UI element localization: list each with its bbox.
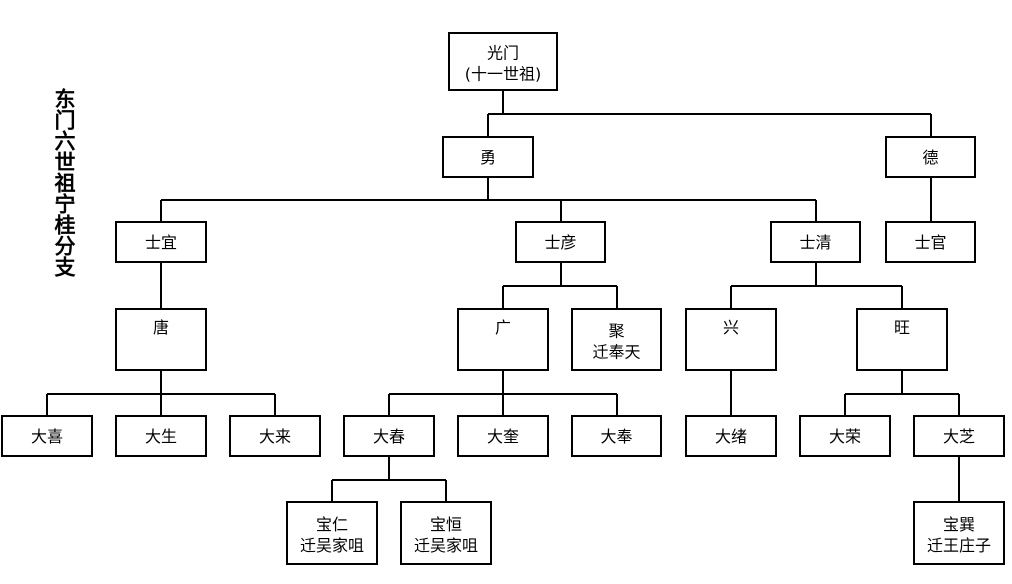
node-box bbox=[885, 136, 976, 178]
node-daxu: 大绪 bbox=[685, 415, 777, 457]
node-name: 士官 bbox=[914, 233, 946, 252]
node-box bbox=[1, 415, 93, 457]
node-shiqing: 士清 bbox=[770, 221, 861, 263]
node-name: 唐 bbox=[153, 318, 169, 337]
edge-tang-children bbox=[46, 370, 276, 416]
node-name: 大绪 bbox=[715, 427, 747, 446]
node-name: 大春 bbox=[373, 427, 405, 446]
node-name: 大芝 bbox=[943, 427, 975, 446]
node-box bbox=[571, 308, 662, 371]
edge-shiqing-children bbox=[730, 262, 903, 309]
edge-shiyan-children bbox=[502, 262, 618, 309]
node-tang: 唐 bbox=[115, 308, 207, 371]
node-yong: 勇 bbox=[442, 136, 534, 178]
node-guang: 广 bbox=[457, 308, 549, 371]
node-box bbox=[515, 221, 606, 263]
node-name: 大来 bbox=[259, 427, 291, 446]
node-name: 宝仁 bbox=[316, 515, 348, 534]
node-name: 宝巽 bbox=[943, 515, 975, 534]
node-note: 迁王庄子 bbox=[927, 536, 991, 555]
node-name: 兴 bbox=[723, 318, 739, 337]
node-box bbox=[856, 308, 948, 371]
node-box bbox=[343, 415, 435, 457]
node-note: 迁吴家咀 bbox=[414, 536, 478, 555]
connector-lines bbox=[46, 90, 960, 502]
node-dakui: 大奎 bbox=[457, 415, 549, 457]
node-name: 旺 bbox=[894, 318, 910, 337]
edge-wang-children bbox=[844, 370, 960, 416]
node-box bbox=[229, 415, 321, 457]
node-name: 聚 bbox=[608, 322, 624, 341]
node-box bbox=[442, 136, 534, 178]
edge-guang-children bbox=[388, 370, 618, 416]
node-dazhi: 大芝 bbox=[913, 415, 1005, 457]
node-box bbox=[286, 501, 378, 565]
node-name: 广 bbox=[495, 318, 511, 337]
node-shiyan: 士彦 bbox=[515, 221, 606, 263]
node-dasheng: 大生 bbox=[115, 415, 207, 457]
node-name: 大生 bbox=[145, 427, 177, 446]
node-note: 迁吴家咀 bbox=[300, 536, 364, 555]
node-box bbox=[400, 501, 492, 565]
node-box bbox=[457, 415, 549, 457]
node-name: 士彦 bbox=[544, 233, 576, 252]
node-wang: 旺 bbox=[856, 308, 948, 371]
node-note: (十一世祖) bbox=[465, 65, 542, 84]
node-shiyi: 士宜 bbox=[115, 221, 207, 263]
edge-guangmen-yong-de bbox=[487, 90, 932, 137]
node-box bbox=[913, 501, 1005, 565]
node-name: 大奎 bbox=[487, 427, 519, 446]
node-name: 光门 bbox=[487, 44, 519, 63]
node-dalai: 大来 bbox=[229, 415, 321, 457]
node-name: 大荣 bbox=[829, 427, 861, 446]
node-name: 大喜 bbox=[31, 427, 63, 446]
node-note: 迁奉天 bbox=[592, 343, 640, 362]
node-name: 士清 bbox=[799, 233, 831, 252]
node-box bbox=[885, 221, 976, 263]
node-darong: 大荣 bbox=[799, 415, 891, 457]
node-box bbox=[457, 308, 549, 371]
node-xing: 兴 bbox=[685, 308, 777, 371]
node-box bbox=[770, 221, 861, 263]
node-name: 勇 bbox=[480, 148, 496, 167]
node-box bbox=[685, 308, 777, 371]
edge-dachun-children bbox=[331, 456, 447, 502]
diagram-title: 东门六世祖宁桂分支 bbox=[52, 88, 76, 277]
node-box bbox=[913, 415, 1005, 457]
node-box bbox=[115, 308, 207, 371]
edge-yong-children bbox=[160, 177, 817, 222]
node-name: 大奉 bbox=[600, 427, 632, 446]
node-daxi: 大喜 bbox=[1, 415, 93, 457]
node-guangmen: 光门 (十一世祖) bbox=[448, 32, 558, 91]
node-name: 德 bbox=[922, 148, 938, 167]
node-de: 德 bbox=[885, 136, 976, 178]
node-shiguan: 士官 bbox=[885, 221, 976, 263]
node-dafeng: 大奉 bbox=[571, 415, 662, 457]
node-box bbox=[115, 415, 207, 457]
node-box bbox=[799, 415, 891, 457]
node-dachun: 大春 bbox=[343, 415, 435, 457]
node-box bbox=[448, 32, 558, 91]
node-box bbox=[571, 415, 662, 457]
node-box bbox=[685, 415, 777, 457]
node-name: 士宜 bbox=[145, 233, 177, 252]
node-name: 宝恒 bbox=[430, 515, 462, 534]
node-box bbox=[115, 221, 207, 263]
